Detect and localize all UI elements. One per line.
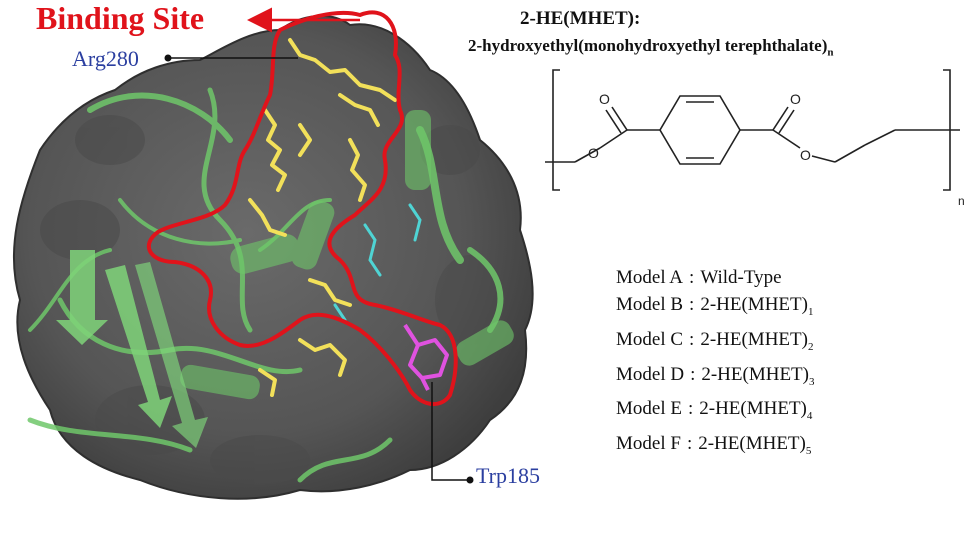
model-row-d: Model D:2-HE(MHET)3 (616, 363, 815, 388)
model-row-f: Model F:2-HE(MHET)5 (616, 433, 812, 457)
model-subscript: 5 (805, 444, 812, 457)
trp185-dot (466, 476, 474, 484)
model-subscript: 2 (807, 340, 814, 353)
trp185-label: Trp185 (476, 463, 540, 488)
model-row-a: Model A:Wild-Type (616, 267, 782, 288)
left-bracket (552, 69, 560, 191)
model-label: Model F (616, 433, 681, 455)
arg280-label: Arg280 (72, 46, 139, 71)
binding-site-outline (146, 10, 458, 406)
trp185-sticks (403, 323, 449, 391)
model-label: Model C (616, 328, 684, 350)
model-label: Model B (616, 294, 684, 315)
binding-site-label: Binding Site (36, 0, 205, 36)
model-label: Model D (616, 363, 685, 385)
model-value: 2-HE(MHET) (700, 294, 808, 315)
beta-sheet-arrows (56, 250, 208, 448)
model-label: Model E (616, 398, 682, 420)
model-value: 2-HE(MHET) (701, 363, 809, 385)
cyan-residue-sticks (333, 203, 422, 322)
model-subscript: 4 (806, 410, 813, 423)
model-value: 2-HE(MHET) (700, 328, 808, 350)
model-list: Model A:Wild-Type Model B:2-HE(MHET)1 Mo… (616, 264, 815, 465)
model-row-c: Model C:2-HE(MHET)2 (616, 328, 814, 353)
model-subscript: 1 (807, 305, 814, 318)
atom-o-3: O (790, 91, 801, 107)
trp185-leader (431, 382, 468, 481)
structure-name-subscript: n (827, 46, 834, 59)
structure-title: 2-HE(MHET): (520, 8, 641, 29)
atom-o-4: O (800, 147, 811, 163)
model-row-b: Model B:2-HE(MHET)1 (616, 294, 814, 318)
structure-full-name: 2-hydroxyethyl(monohydroxyethyl terephth… (468, 36, 833, 58)
model-label: Model A (616, 267, 684, 288)
repeat-subscript: n (958, 194, 965, 208)
model-value: 2-HE(MHET) (698, 433, 806, 455)
model-value: Wild-Type (700, 267, 782, 288)
ligand-sticks (248, 38, 397, 397)
chemical-structure: O O O O n (545, 69, 965, 208)
structure-full-name-text: 2-hydroxyethyl(monohydroxyethyl terephth… (468, 36, 828, 55)
model-value: 2-HE(MHET) (699, 398, 807, 420)
atom-o-1: O (599, 91, 610, 107)
model-row-e: Model E:2-HE(MHET)4 (616, 398, 813, 423)
atom-o-2: O (588, 145, 599, 161)
helix-cartoons (180, 110, 514, 400)
model-subscript: 3 (809, 375, 815, 388)
